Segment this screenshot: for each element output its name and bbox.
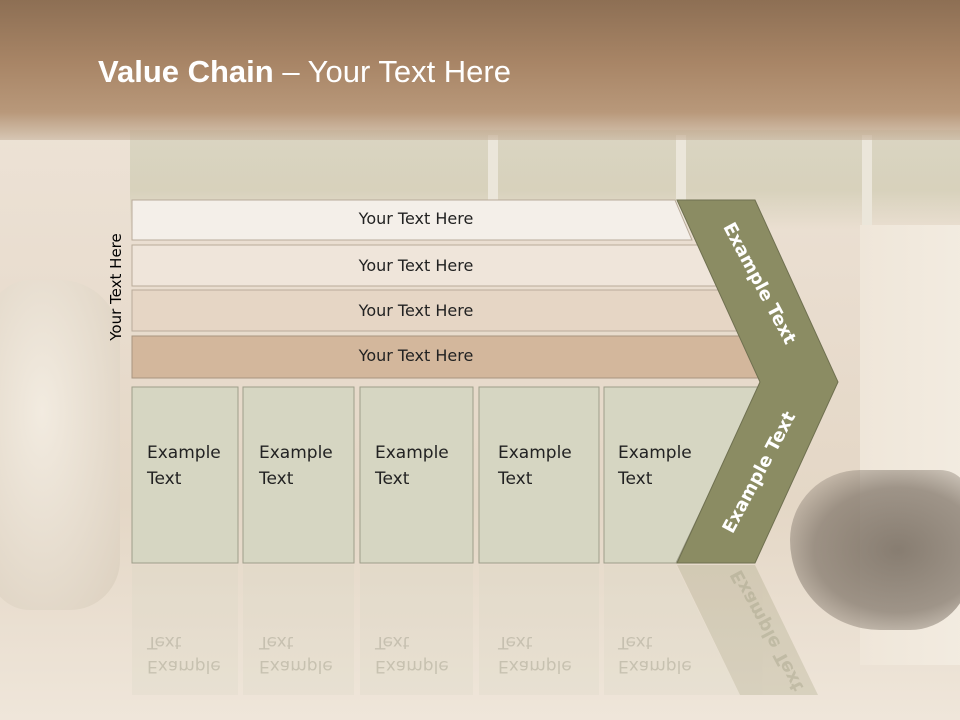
- window-frame: [488, 135, 498, 225]
- bar-label-3: Your Text Here: [358, 301, 474, 320]
- column-label-line2: Text: [147, 469, 182, 489]
- column-label-4: Example Text: [498, 440, 603, 492]
- reflection-line1: Example: [147, 656, 221, 676]
- column-label-3: Example Text: [375, 440, 480, 492]
- reflection-line1: Example: [259, 656, 333, 676]
- background-pillow: [0, 280, 120, 610]
- slide-title: Value Chain – Your Text Here: [98, 54, 511, 90]
- column-box-3: [359, 386, 474, 564]
- column-label-2: Example Text: [259, 440, 364, 492]
- reflection-line2: Text: [147, 632, 182, 652]
- column-box-2: [242, 386, 355, 564]
- bar-label-2: Your Text Here: [358, 256, 474, 275]
- column-label-1: Example Text: [147, 440, 252, 492]
- reflection-label: Example Text: [259, 630, 364, 678]
- column-box-5: [603, 386, 761, 564]
- background-figure: [790, 470, 960, 630]
- column-box-4: [478, 386, 600, 564]
- header-band: [0, 0, 960, 140]
- column-label-line1: Example: [618, 443, 692, 463]
- column-label-line1: Example: [375, 443, 449, 463]
- column-label-line2: Text: [259, 469, 294, 489]
- reflection-label: Example Text: [498, 630, 603, 678]
- reflection-chevron-label: Example Text: [726, 566, 809, 695]
- reflection-line1: Example: [618, 656, 692, 676]
- window-frame: [862, 135, 872, 225]
- reflection-label: Example Text: [618, 630, 723, 678]
- reflection-label: Example Text: [375, 630, 480, 678]
- title-bold: Value Chain: [98, 54, 274, 89]
- bar-shape-1: [131, 199, 693, 241]
- column-label-line2: Text: [498, 469, 533, 489]
- reflection-line2: Text: [498, 632, 533, 652]
- reflection-line1: Example: [498, 656, 572, 676]
- text-reflection: Example Text Example Text Example Text E…: [0, 565, 960, 720]
- title-rest: – Your Text Here: [273, 54, 511, 89]
- bar-label-1: Your Text Here: [358, 209, 474, 228]
- diagram-reflection: [132, 565, 818, 695]
- column-label-line1: Example: [147, 443, 221, 463]
- column-label-line1: Example: [498, 443, 572, 463]
- window-frame: [676, 135, 686, 225]
- reflection-line2: Text: [375, 632, 410, 652]
- reflection-line1: Example: [375, 656, 449, 676]
- bar-label-4: Your Text Here: [358, 346, 474, 365]
- column-label-line2: Text: [375, 469, 410, 489]
- column-label-line1: Example: [259, 443, 333, 463]
- chevron-shape: [676, 199, 839, 564]
- reflection-line2: Text: [259, 632, 294, 652]
- column-label-5: Example Text: [618, 440, 723, 492]
- column-label-line2: Text: [618, 469, 653, 489]
- reflection-line2: Text: [618, 632, 653, 652]
- reflection-label: Example Text: [147, 630, 252, 678]
- column-box-1: [131, 386, 239, 564]
